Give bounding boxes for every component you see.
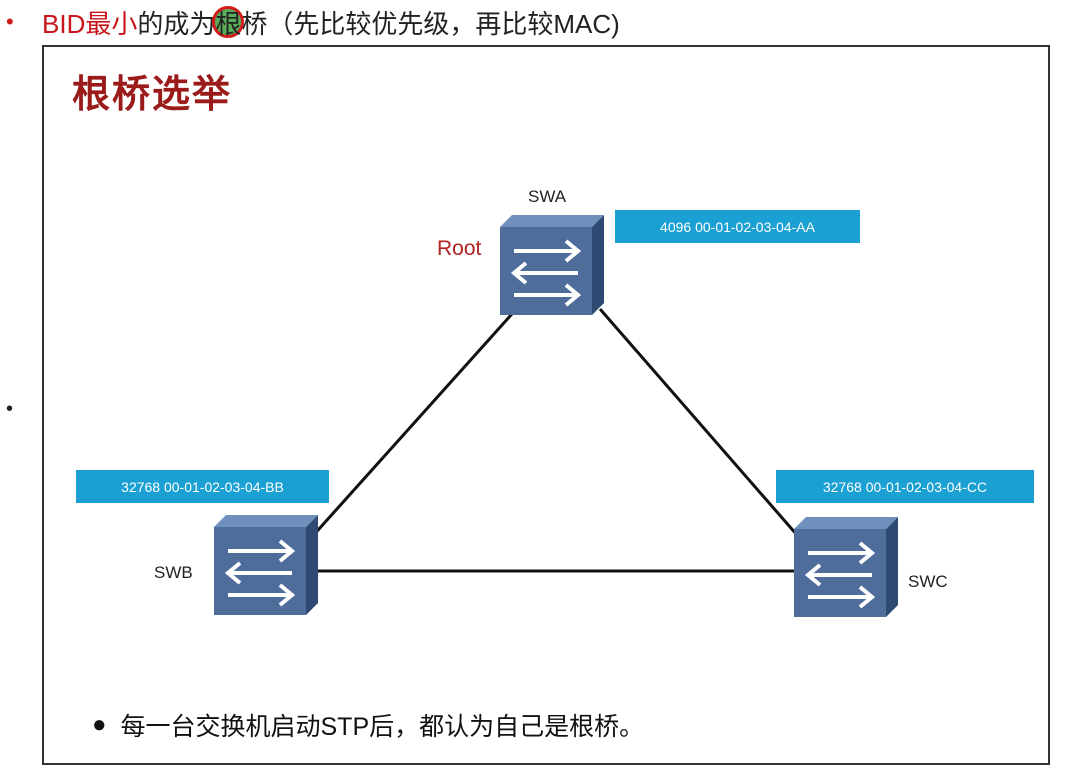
bid-box-swb: 32768 00-01-02-03-04-BB xyxy=(76,470,329,503)
switch-label-swb: SWB xyxy=(154,563,193,582)
bid-box-swc: 32768 00-01-02-03-04-CC xyxy=(776,470,1034,503)
footer-text: 每一台交换机启动STP后，都认为自己是根桥。 xyxy=(120,713,645,741)
switch-swb-icon xyxy=(214,515,318,615)
root-label: Root xyxy=(437,237,482,260)
footer-bullet: ● xyxy=(92,711,107,738)
header-text-red: BID最小 xyxy=(42,8,138,39)
switch-label-swc: SWC xyxy=(908,572,948,591)
header-text-2: 桥（先比较优先级，再比较MAC) xyxy=(241,8,620,39)
highlight-marker: 根 xyxy=(212,4,245,41)
slide-title: 根桥选举 xyxy=(72,72,233,116)
switch-swa-icon xyxy=(500,215,604,315)
bid-box-swa: 4096 00-01-02-03-04-AA xyxy=(615,210,860,243)
switch-label-swa: SWA xyxy=(528,187,567,206)
header-line: • BID最小 的成为 根 桥（先比较优先级，再比较MAC) xyxy=(6,4,620,40)
header-bullet: • xyxy=(6,9,14,34)
side-bullet: • xyxy=(6,398,14,420)
footer-note: ● 每一台交换机启动STP后，都认为自己是根桥。 xyxy=(92,707,644,743)
link-swa-swc xyxy=(598,308,806,544)
header-text-1: 的成为 xyxy=(137,8,216,39)
switch-swc-icon xyxy=(794,517,898,617)
slide-frame: 根桥选举 SWA Root 4096 00-01-02-03-04-AA 327… xyxy=(42,45,1050,765)
pointer-circle-icon xyxy=(212,5,245,38)
link-swa-swb xyxy=(308,303,522,541)
header-text-marked: 根 xyxy=(215,8,242,39)
topology-links xyxy=(308,303,806,573)
